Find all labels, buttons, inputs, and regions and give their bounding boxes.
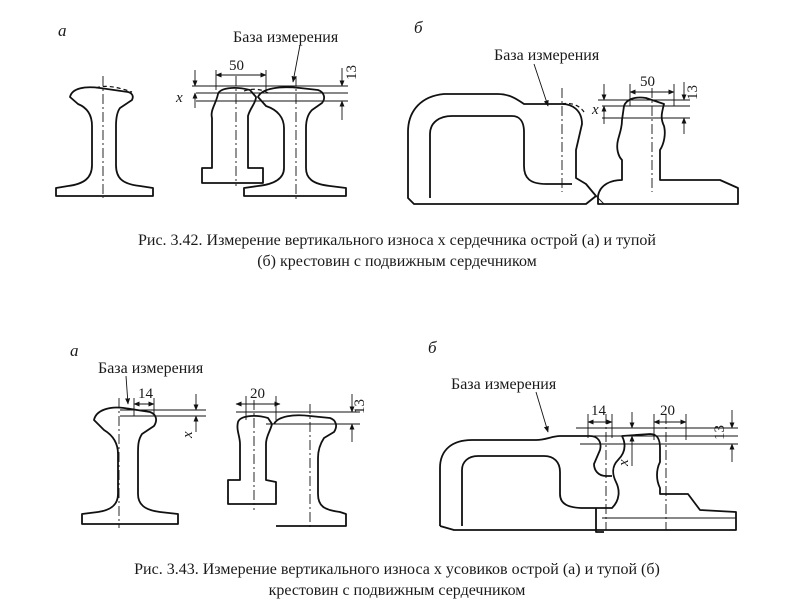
fig42-a-rail-right — [243, 76, 347, 200]
fig42-b-dimensions: 50 x 13 — [591, 74, 701, 134]
fig42-b-crossing — [407, 88, 739, 205]
fig42-part-b-label: б — [414, 18, 423, 37]
fig42-base-a-label: База измерения — [233, 29, 339, 46]
fig43-base-a-label: База измерения — [98, 360, 204, 377]
fig42-caption-line1: Рис. 3.42. Измерение вертикального износ… — [137, 232, 656, 249]
fig42-caption: Рис. 3.42. Измерение вертикального износ… — [0, 230, 794, 272]
fig43-b-dim-20: 20 — [660, 403, 675, 419]
fig42-b-dim-x: x — [591, 102, 599, 118]
fig42-a-dim-x: x — [175, 90, 183, 106]
fig43-a-rail-left — [81, 398, 179, 528]
fig43-b-dim-14: 14 — [591, 403, 607, 419]
figure-3-43: а База измерения 14 x — [70, 338, 738, 533]
fig43-part-a-label: а — [70, 341, 79, 360]
fig42-a-dimensions: 50 x 13 — [175, 58, 360, 120]
fig43-b-dimensions: 14 20 x 13 — [576, 403, 738, 467]
fig42-a-core — [201, 76, 264, 186]
fig42-b-dim-13: 13 — [685, 85, 701, 100]
fig43-a-core — [227, 400, 277, 510]
fig43-a-dimensions: 14 x 20 13 — [120, 386, 368, 442]
fig42-caption-line2: (б) крестовин с подвижным сердечником — [257, 253, 537, 270]
fig42-a-dim-50: 50 — [229, 58, 244, 74]
fig43-a-dim-14: 14 — [138, 386, 154, 402]
fig42-a-rail-left — [55, 76, 154, 198]
fig43-base-b-leader — [535, 391, 549, 433]
fig43-a-dim-13: 13 — [352, 399, 368, 414]
fig43-b-dim-13: 13 — [712, 425, 728, 440]
figure-3-42: а База измерения 50 — [55, 18, 739, 205]
fig43-a-dim-x: x — [180, 431, 196, 439]
fig43-base-a-leader — [125, 375, 131, 405]
fig43-caption-line2: крестовин с подвижным сердечником — [268, 582, 526, 599]
fig43-b-crossing — [439, 414, 737, 533]
fig42-part-a-label: а — [58, 21, 67, 40]
fig43-a-rail-right — [273, 404, 347, 530]
fig43-caption: Рис. 3.43. Измерение вертикального износ… — [0, 559, 794, 601]
fig42-base-b-leader — [533, 63, 549, 107]
fig42-base-a-leader — [291, 44, 301, 83]
fig42-a-dim-13: 13 — [344, 65, 360, 80]
fig43-part-b-label: б — [428, 338, 437, 357]
fig42-base-b-label: База измерения — [494, 47, 600, 64]
fig43-caption-line1: Рис. 3.43. Измерение вертикального износ… — [134, 561, 660, 578]
fig43-a-dim-20: 20 — [250, 386, 265, 402]
fig42-b-dim-50: 50 — [640, 74, 655, 90]
fig43-b-dim-x: x — [616, 459, 632, 467]
fig43-base-b-label: База измерения — [451, 376, 557, 393]
